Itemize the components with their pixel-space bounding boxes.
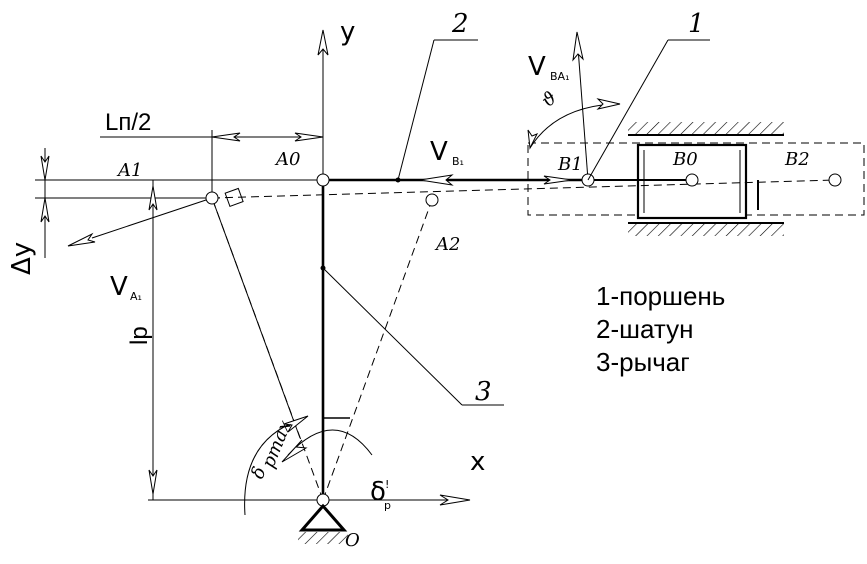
hinge-a2 — [425, 193, 439, 207]
callout-2: 2 — [451, 9, 469, 39]
delta-p-arc — [287, 429, 373, 456]
piston — [636, 143, 759, 220]
delta-y-label: Δy — [7, 242, 37, 275]
stroke-half-dimension — [100, 130, 324, 196]
delta-max-arc — [244, 419, 301, 516]
vba1-arrow-icon — [572, 31, 584, 62]
theta-arrow-icon — [596, 98, 621, 110]
va1-label: V — [110, 272, 128, 302]
vb1-subscript: B₁ — [452, 155, 464, 168]
theta-arc — [529, 103, 613, 149]
vb1-arrow-right-icon — [543, 175, 573, 185]
x-axis-label: x — [470, 447, 485, 477]
hinge-a0 — [316, 173, 330, 187]
vba1-label: V — [528, 52, 546, 82]
point-o-label: O — [345, 530, 360, 551]
right-angle-mark — [224, 187, 244, 208]
point-a2-label: A2 — [434, 234, 460, 255]
hinge-a1 — [205, 191, 219, 205]
pivot-support — [298, 493, 348, 544]
hinge-b0 — [685, 173, 699, 187]
dashed-lever-a2 — [322, 199, 433, 501]
delta-p-sub: p — [384, 499, 391, 512]
legend-item-2: 2-шатун — [596, 314, 693, 344]
point-a1-label: A1 — [116, 160, 142, 181]
delta-p-sup: ! — [385, 478, 389, 491]
callout-1: 1 — [688, 9, 705, 39]
legend: 1-поршень 2-шатун 3-рычаг — [596, 281, 725, 377]
point-b0-label: B0 — [672, 149, 698, 170]
x-axis-arrow-icon — [439, 494, 471, 506]
delta-max-label: δ pmax — [247, 417, 296, 481]
theta-label: ϑ — [538, 87, 561, 111]
lever-length-dimension — [148, 180, 158, 500]
vb1-label: V — [430, 137, 448, 167]
callout-3: 3 — [475, 377, 492, 407]
y-axis-label: y — [340, 17, 355, 47]
point-a0-label: A0 — [274, 149, 300, 170]
lever-a1-line — [211, 197, 301, 439]
hinge-b2 — [828, 173, 842, 187]
delta-p-label: δ — [370, 477, 386, 507]
va1-arrow-icon — [67, 232, 96, 247]
x-axis — [148, 494, 471, 506]
callout-line-1 — [587, 39, 669, 181]
point-b2-label: B2 — [784, 149, 810, 170]
vb1-arrow-icon — [419, 174, 454, 186]
point-b1-label: B1 — [557, 154, 583, 175]
lever-length-label: lp — [126, 326, 153, 345]
y-axis-arrow-icon — [317, 29, 329, 56]
delta-max-arrow-icon — [283, 415, 309, 433]
callout-line-2 — [397, 39, 435, 181]
callout-line-3 — [322, 267, 463, 406]
vba1-subscript: BA₁ — [550, 70, 569, 83]
delta-y-dimension — [40, 148, 50, 258]
svg-text:pmax: pmax — [258, 417, 296, 471]
legend-item-3: 3-рычаг — [596, 347, 690, 377]
stroke-half-label: Lп/2 — [105, 109, 151, 136]
legend-item-1: 1-поршень — [596, 281, 725, 311]
va1-subscript: A₁ — [130, 290, 142, 303]
